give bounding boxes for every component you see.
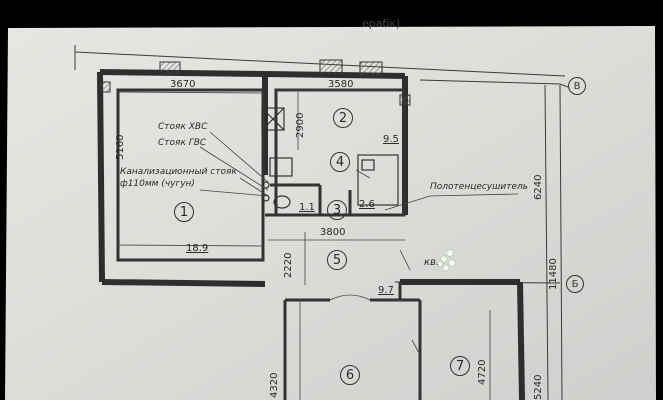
room-number-3: 3 [327, 200, 347, 220]
dim-5160: 5160 [115, 134, 126, 160]
dim-3580: 3580 [328, 79, 354, 90]
axis-v-marker: В [568, 77, 586, 95]
axis-b-marker: Б [566, 275, 584, 293]
area-room-3: 1.1 [299, 202, 315, 213]
room-number-2: 2 [333, 108, 353, 128]
area-room-5: 9.7 [378, 285, 394, 296]
room-number-6: 6 [340, 365, 360, 385]
note-stoyak-hvs: Стояк ХВС [158, 122, 208, 132]
note-kv-mark: кв. [424, 257, 440, 268]
area-room-4: 2.6 [359, 199, 375, 210]
note-kanal-line2: ф110мм (чугун) [120, 179, 195, 189]
dim-11480: 11480 [548, 258, 559, 290]
room-number-5: 5 [327, 250, 347, 270]
dim-3670: 3670 [170, 79, 196, 90]
dim-4320: 4320 [269, 372, 280, 398]
dim-6240: 6240 [533, 174, 544, 200]
note-polotence: Полотенцесушитель [430, 182, 529, 192]
room-number-7: 7 [450, 356, 470, 376]
area-room-2: 9.5 [383, 134, 399, 145]
room-number-4: 4 [330, 152, 350, 172]
header-fragment: ерабк) [362, 17, 401, 30]
dim-2900: 2900 [295, 112, 306, 138]
note-stoyak-gvs: Стояк ГВС [158, 138, 207, 148]
dim-4720: 4720 [477, 359, 488, 385]
dim-3800: 3800 [320, 227, 346, 238]
dim-2220: 2220 [283, 252, 294, 278]
note-kanal-line1: Канализационный стояк [120, 167, 237, 177]
room-number-1: 1 [174, 202, 194, 222]
dim-5240: 5240 [533, 374, 544, 400]
area-room-1: 18.9 [186, 243, 209, 254]
